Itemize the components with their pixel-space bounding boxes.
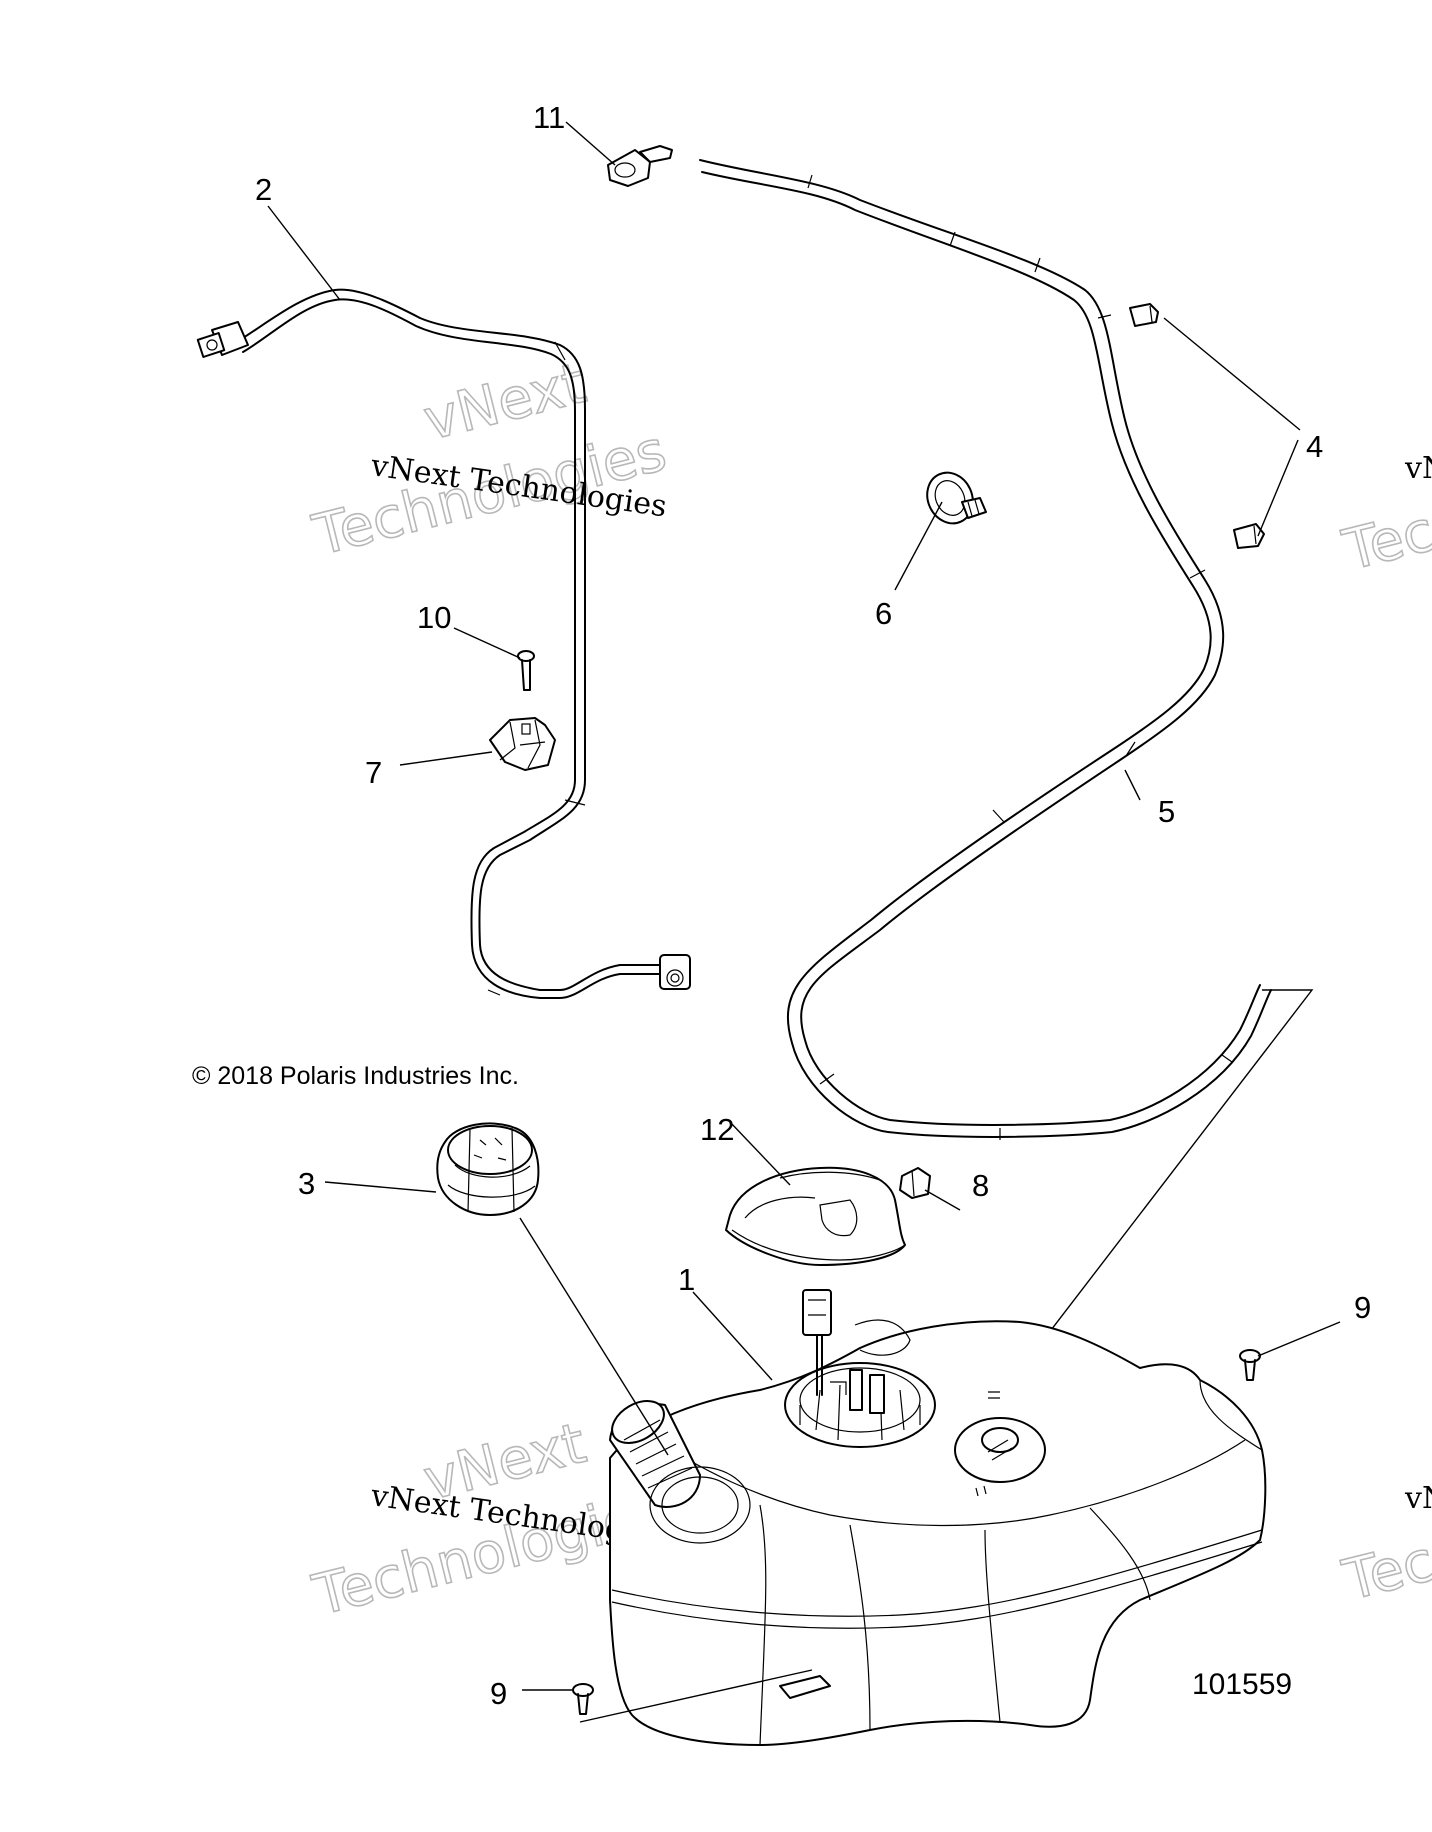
callout-11: 11 [533, 100, 565, 135]
leader-3-to-neck [519, 1217, 669, 1456]
fuel-line-right-connector [659, 954, 691, 990]
part-8-clip [899, 1167, 931, 1199]
leader-bracket [579, 1669, 813, 1723]
callouts: 2 11 4 6 10 7 5 3 12 8 1 9 9 [255, 100, 1371, 1711]
leader-9-right [1257, 1321, 1341, 1357]
part-1-fuel-tank [609, 1289, 1267, 1746]
callout-7: 7 [365, 755, 382, 790]
callout-12: 12 [700, 1112, 734, 1147]
callout-2: 2 [255, 172, 272, 207]
part-4-clip-lower [1233, 523, 1265, 549]
part-3-fuel-cap [436, 1122, 540, 1216]
copyright-notice: © 2018 Polaris Industries Inc. [192, 1062, 519, 1090]
watermark-edge-big: Tec [1337, 499, 1432, 584]
part-5-vent-hose [699, 159, 1272, 1140]
tank-mount-tab [779, 1675, 831, 1699]
watermark-edge-small-2: vN [1404, 1481, 1432, 1516]
leader-vent-to-tank [1004, 989, 1314, 1391]
leader-5 [1124, 769, 1141, 801]
part-11-elbow-fitting [607, 145, 673, 187]
tank-rollover-valve [954, 1391, 1046, 1497]
callout-9-right: 9 [1354, 1290, 1371, 1325]
diagram-number: 101559 [1192, 1668, 1292, 1701]
watermark-edge-small: vN [1404, 451, 1432, 486]
leader-lines [267, 121, 1341, 1723]
leader-4 [1163, 317, 1301, 537]
leader-11 [565, 121, 616, 166]
part-4-clip-upper [1129, 303, 1159, 327]
tank-fuel-pump-module [784, 1289, 936, 1448]
leader-2 [267, 205, 341, 301]
part-6-hose-clamp [926, 471, 987, 525]
part-10-screw [517, 650, 535, 691]
watermark-edge-big-2: Tec [1337, 1529, 1432, 1614]
callout-1: 1 [678, 1262, 695, 1297]
fuel-line-left-connector [196, 321, 249, 358]
leader-12 [729, 1121, 791, 1186]
leader-10 [453, 627, 521, 659]
leader-6 [894, 501, 943, 591]
part-7-retainer-clip [489, 717, 556, 771]
watermark-upper: vNext Technologies vNext Technologies [306, 350, 673, 569]
part-9-bolt-left [572, 1683, 594, 1715]
callout-6: 6 [875, 596, 892, 631]
callout-5: 5 [1158, 794, 1175, 829]
callout-3: 3 [298, 1166, 315, 1201]
leader-1 [692, 1291, 773, 1381]
callout-4: 4 [1306, 429, 1323, 464]
callout-8: 8 [972, 1168, 989, 1203]
callout-10: 10 [417, 600, 451, 635]
part-12-cover [725, 1166, 906, 1266]
part-2-fuel-line [196, 288, 691, 999]
part-9-bolt-right [1239, 1349, 1261, 1381]
tank-filler-neck [609, 1400, 751, 1544]
leader-8 [924, 1189, 961, 1211]
watermark-right-edge: vN Tec vN Tec [1336, 451, 1432, 1615]
leader-7 [399, 751, 493, 766]
callout-9-left: 9 [490, 1676, 507, 1711]
leader-3 [324, 1181, 437, 1193]
